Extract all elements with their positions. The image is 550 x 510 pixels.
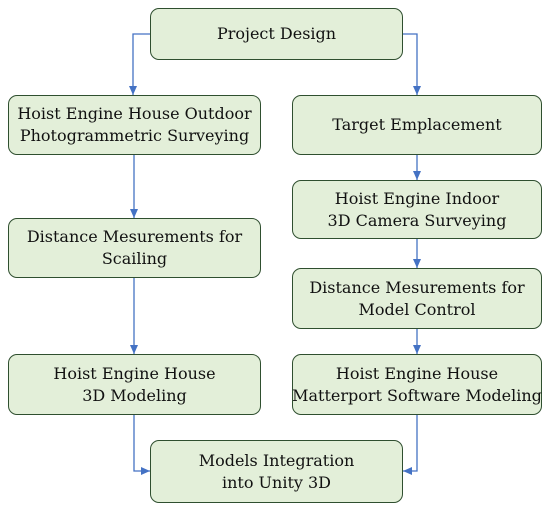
node-matterport-line-2: Matterport Software Modeling — [292, 385, 542, 405]
node-distance-scaling-line-2: Scailing — [101, 249, 168, 268]
node-target-emplacement: Target Emplacement — [292, 95, 542, 155]
node-distance-scaling-line-1: Distance Mesurements for — [26, 227, 243, 246]
node-indoor-line-1: Hoist Engine Indoor — [334, 188, 500, 208]
arrow-matterport-to-integration — [403, 415, 418, 475]
node-models-integration-unity: Models Integration into Unity 3D — [150, 440, 403, 503]
node-matterport-line-1: Hoist Engine House — [335, 363, 499, 383]
node-outdoor-line-2: Photogrammetric Surveying — [19, 126, 250, 145]
node-distance-measurements-model-control: Distance Mesurements for Model Control — [292, 268, 542, 329]
node-house-3d-modeling: Hoist Engine House 3D Modeling — [8, 354, 261, 415]
node-outdoor-line-1: Hoist Engine House Outdoor — [17, 104, 252, 123]
node-distance-control-line-2: Model Control — [358, 299, 476, 319]
node-outdoor-photogrammetric-surveying: Hoist Engine House Outdoor Photogrammetr… — [8, 95, 261, 155]
node-indoor-3d-camera-surveying: Hoist Engine Indoor 3D Camera Surveying — [292, 180, 542, 239]
node-integration-line-1: Models Integration — [198, 450, 355, 470]
node-matterport-software-modeling: Hoist Engine House Matterport Software M… — [292, 354, 542, 415]
node-indoor-line-2: 3D Camera Surveying — [327, 210, 507, 230]
node-integration-line-2: into Unity 3D — [221, 472, 332, 492]
node-house-3d-line-2: 3D Modeling — [82, 385, 187, 405]
node-house-3d-line-1: Hoist Engine House — [53, 363, 216, 383]
node-project-design-line-1: Project Design — [216, 24, 337, 43]
node-project-design: Project Design — [150, 8, 403, 60]
node-target-line-1: Target Emplacement — [332, 115, 502, 134]
arrow-modeling-to-integration — [133, 415, 150, 475]
arrow-project-to-outdoor — [129, 33, 150, 95]
node-distance-measurements-scaling: Distance Mesurements for Scailing — [8, 218, 261, 278]
node-distance-control-line-1: Distance Mesurements for — [309, 277, 525, 297]
arrow-project-to-target — [403, 33, 421, 95]
